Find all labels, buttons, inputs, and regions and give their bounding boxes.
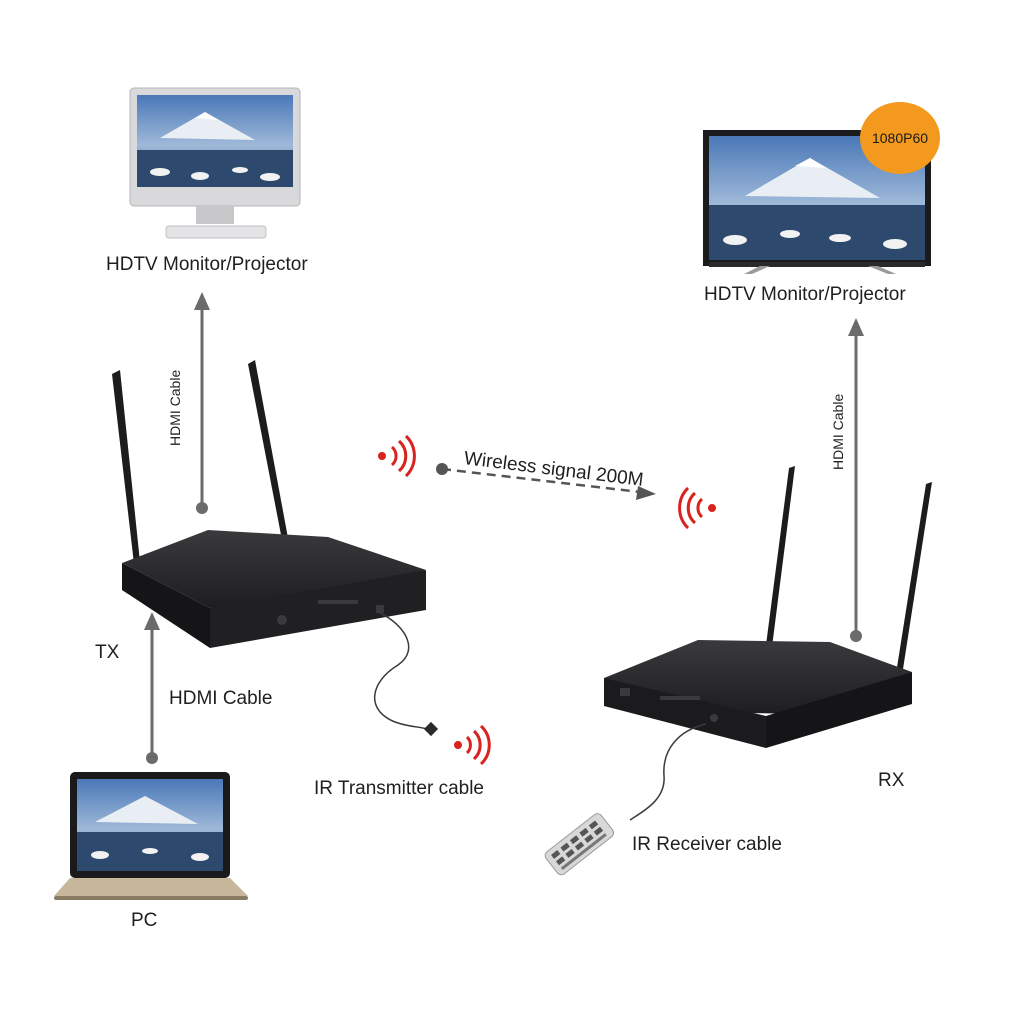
hdmi-cable-rx-label: HDMI Cable <box>830 393 846 470</box>
ir-receiver-label: IR Receiver cable <box>632 834 782 855</box>
rx-label: RX <box>878 770 905 791</box>
tx-label: TX <box>95 642 120 663</box>
rx-device <box>604 466 932 821</box>
ir-signal-icon <box>454 724 491 766</box>
remote-control-icon <box>544 813 615 876</box>
rx-hdtv-monitor <box>703 130 931 274</box>
resolution-badge: 1080P60 <box>860 102 940 174</box>
arrow-wireless <box>436 463 656 500</box>
hdmi-cable-tx-label: HDMI Cable <box>167 369 183 446</box>
wifi-signal-icon <box>678 486 716 530</box>
tx-monitor-label: HDTV Monitor/Projector <box>106 254 308 275</box>
tx-device <box>112 360 439 737</box>
arrow-tx-to-monitor <box>194 292 210 514</box>
wifi-signal-icon <box>378 434 416 478</box>
tx-hdtv-monitor <box>129 87 301 239</box>
pc-laptop <box>54 772 248 900</box>
ir-transmitter-label: IR Transmitter cable <box>314 778 484 799</box>
arrow-rx-to-monitor <box>848 318 864 642</box>
rx-monitor-label: HDTV Monitor/Projector <box>704 284 906 305</box>
hdmi-cable-pc-label: HDMI Cable <box>169 688 273 709</box>
pc-label: PC <box>131 910 158 931</box>
arrow-pc-to-tx <box>144 612 160 764</box>
